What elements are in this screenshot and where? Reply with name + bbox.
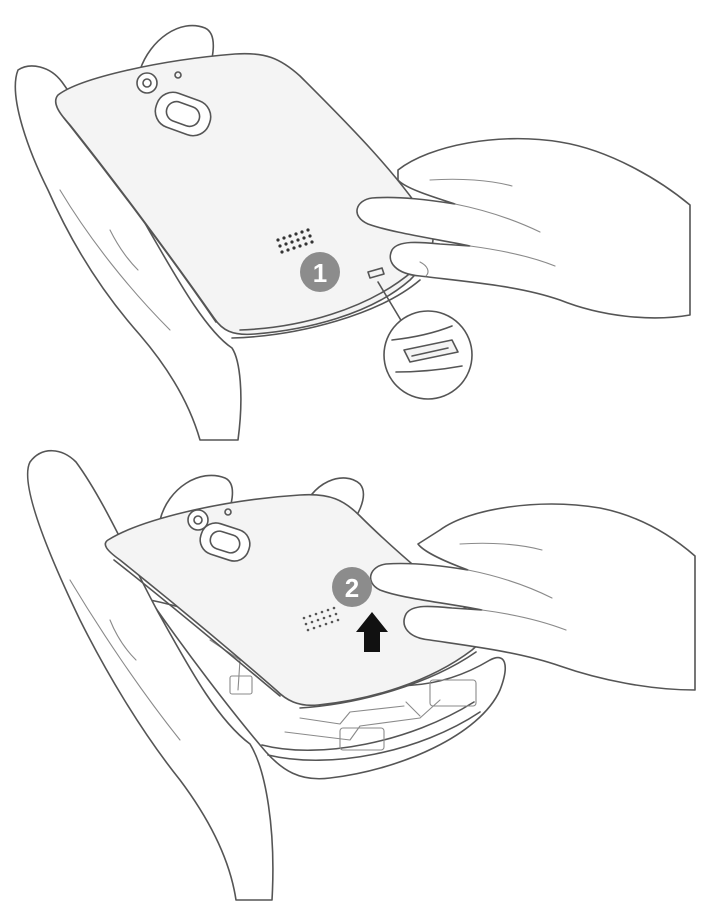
camera-lens-icon bbox=[137, 73, 157, 93]
step-2-number: 2 bbox=[345, 573, 359, 603]
step-1-panel: 1 bbox=[15, 26, 690, 440]
step-1-badge: 1 bbox=[300, 252, 340, 292]
right-hand-top bbox=[357, 139, 690, 318]
step-2-badge: 2 bbox=[332, 567, 372, 607]
step-2-panel: 2 bbox=[28, 451, 695, 900]
step-1-number: 1 bbox=[313, 258, 327, 288]
